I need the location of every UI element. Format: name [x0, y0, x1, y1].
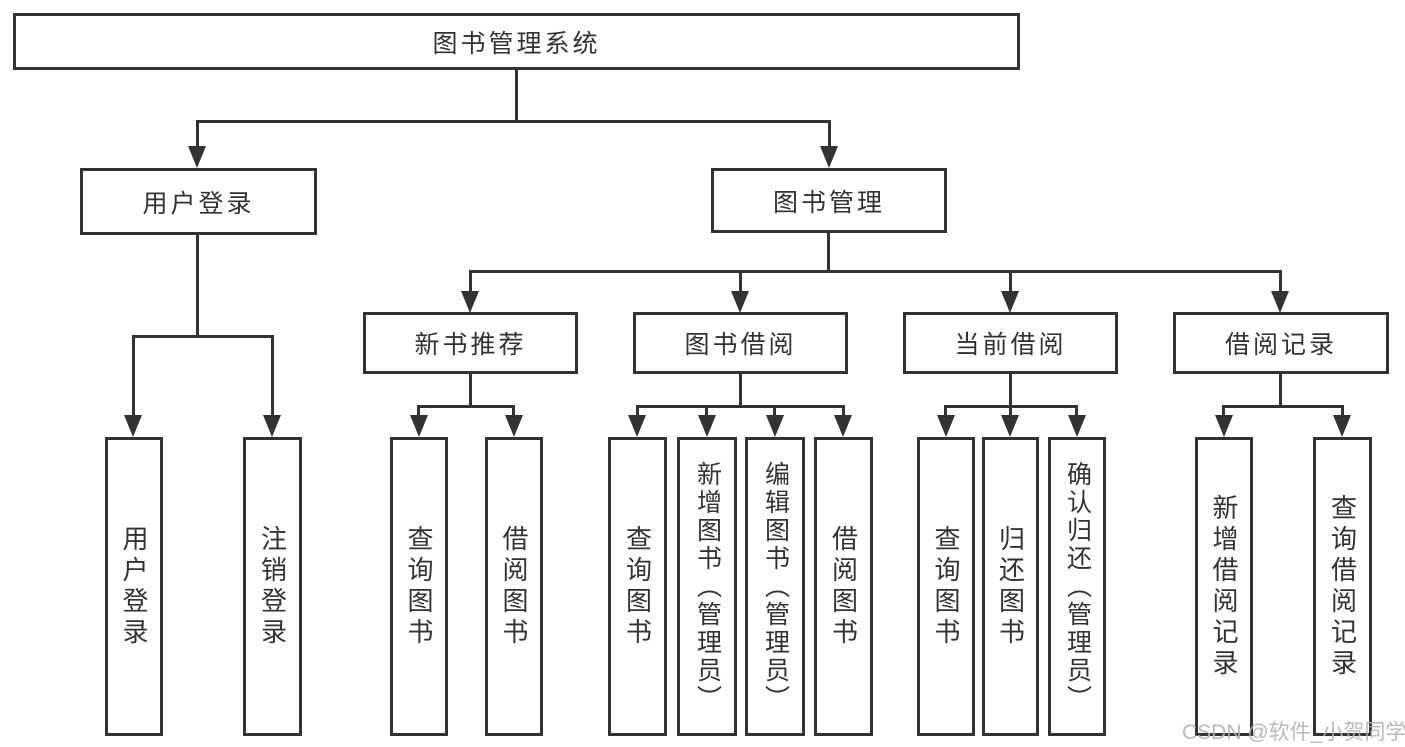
- connector-stub: [1075, 405, 1078, 419]
- leaf-query-book-current: 查询图书: [917, 437, 975, 736]
- leaf-query-borrow-record: 查询借阅记录: [1313, 437, 1372, 736]
- connector-stub: [1222, 405, 1225, 419]
- arrowhead-down-icon: [1333, 415, 1351, 437]
- arrowhead-down-icon: [766, 415, 784, 437]
- leaf-query-book-borrow-label: 查询图书: [622, 524, 653, 649]
- connector-drop-user-login: [196, 120, 199, 150]
- connector-stub: [705, 405, 708, 419]
- leaf-confirm-return-admin: 确认归还（管理员）: [1048, 437, 1106, 736]
- connector-drop-borrow-records: [1279, 270, 1282, 293]
- connector-current-borrow-stem: [1009, 373, 1012, 408]
- arrowhead-down-icon: [731, 291, 749, 313]
- leaf-add-book-admin-label: 新增图书（管理员）: [693, 460, 722, 713]
- connector-borrow-records-rail: [1222, 405, 1344, 408]
- connector-drop-current-borrow: [1009, 270, 1012, 293]
- csdn-watermark: CSDN @软件_小贺同学: [1182, 721, 1405, 744]
- node-book-management-label: 图书管理: [772, 188, 885, 217]
- node-root: 图书管理系统: [13, 13, 1020, 70]
- leaf-user-login-label: 用户登录: [119, 524, 149, 649]
- leaf-borrow-book-label: 借阅图书: [828, 524, 859, 649]
- node-book-management: 图书管理: [711, 168, 947, 233]
- arrowhead-down-icon: [820, 146, 838, 168]
- connector-level3-rail: [469, 270, 1282, 273]
- node-new-book-recommend: 新书推荐: [363, 312, 578, 374]
- connector-user-login-stem: [196, 235, 199, 335]
- leaf-add-book-admin: 新增图书（管理员）: [677, 437, 737, 736]
- arrowhead-down-icon: [188, 146, 206, 168]
- leaf-add-borrow-record: 新增借阅记录: [1195, 437, 1253, 736]
- leaf-query-book-borrow: 查询图书: [608, 437, 667, 736]
- connector-borrow-records-stem: [1279, 373, 1282, 408]
- connector-drop-book-borrow: [739, 270, 742, 293]
- leaf-borrow-book-recommend-label: 借阅图书: [499, 524, 529, 649]
- arrowhead-down-icon: [461, 291, 479, 313]
- leaf-logout: 注销登录: [243, 437, 302, 736]
- leaf-query-book-recommend: 查询图书: [390, 437, 448, 736]
- arrowhead-down-icon: [1068, 415, 1086, 437]
- leaf-logout-label: 注销登录: [257, 524, 288, 649]
- connector-stub: [1009, 405, 1012, 419]
- node-book-borrow: 图书借阅: [633, 312, 848, 374]
- connector-book-borrow-rail: [636, 405, 845, 408]
- arrowhead-down-icon: [937, 415, 955, 437]
- node-current-borrow-label: 当前借阅: [954, 331, 1067, 359]
- node-new-book-recommend-label: 新书推荐: [414, 331, 527, 359]
- node-user-login-label: 用户登录: [142, 189, 255, 218]
- arrowhead-down-icon: [628, 415, 646, 437]
- node-borrow-records-label: 借阅记录: [1224, 331, 1337, 359]
- leaf-query-book-recommend-label: 查询图书: [404, 524, 434, 649]
- leaf-borrow-book-recommend: 借阅图书: [485, 437, 543, 736]
- arrowhead-down-icon: [410, 415, 428, 437]
- connector-book-borrow-stem: [739, 373, 742, 408]
- leaf-query-book-current-label: 查询图书: [931, 524, 961, 649]
- leaf-return-book-label: 归还图书: [995, 524, 1026, 649]
- leaf-edit-book-admin-label: 编辑图书（管理员）: [761, 460, 790, 713]
- arrowhead-down-icon: [1271, 291, 1289, 313]
- connector-stub: [1341, 405, 1344, 419]
- leaf-user-login: 用户登录: [105, 437, 163, 736]
- connector-stub: [417, 405, 420, 419]
- connector-stub: [636, 405, 639, 419]
- node-current-borrow: 当前借阅: [903, 312, 1118, 374]
- connector-root-stem: [515, 70, 518, 123]
- connector-user-login-rail: [132, 335, 274, 338]
- leaf-borrow-book: 借阅图书: [814, 437, 873, 736]
- leaf-confirm-return-admin-label: 确认归还（管理员）: [1063, 460, 1092, 713]
- node-user-login: 用户登录: [80, 168, 317, 235]
- leaf-add-borrow-record-label: 新增借阅记录: [1209, 493, 1239, 680]
- arrowhead-down-icon: [834, 415, 852, 437]
- connector-new-book-recommend-rail: [417, 405, 515, 408]
- connector-level1-rail: [196, 120, 831, 123]
- connector-drop-leaf-logout: [271, 335, 274, 417]
- connector-stub: [944, 405, 947, 419]
- arrowhead-down-icon: [1001, 291, 1019, 313]
- node-book-borrow-label: 图书借阅: [684, 331, 797, 359]
- leaf-return-book: 归还图书: [982, 437, 1039, 736]
- connector-book-management-stem: [827, 233, 830, 273]
- node-borrow-records: 借阅记录: [1173, 312, 1389, 374]
- arrowhead-down-icon: [124, 415, 142, 437]
- connector-drop-leaf-user-login: [132, 335, 135, 417]
- connector-stub: [842, 405, 845, 419]
- arrowhead-down-icon: [263, 415, 281, 437]
- connector-stub: [512, 405, 515, 419]
- arrowhead-down-icon: [1215, 415, 1233, 437]
- connector-drop-new-book-recommend: [469, 270, 472, 293]
- connector-new-book-recommend-stem: [469, 373, 472, 408]
- leaf-query-borrow-record-label: 查询借阅记录: [1327, 493, 1358, 680]
- arrowhead-down-icon: [505, 415, 523, 437]
- arrowhead-down-icon: [698, 415, 716, 437]
- connector-stub: [773, 405, 776, 419]
- connector-drop-book-management: [828, 120, 831, 150]
- leaf-edit-book-admin: 编辑图书（管理员）: [745, 437, 805, 736]
- arrowhead-down-icon: [1001, 415, 1019, 437]
- node-root-label: 图书管理系统: [432, 29, 601, 58]
